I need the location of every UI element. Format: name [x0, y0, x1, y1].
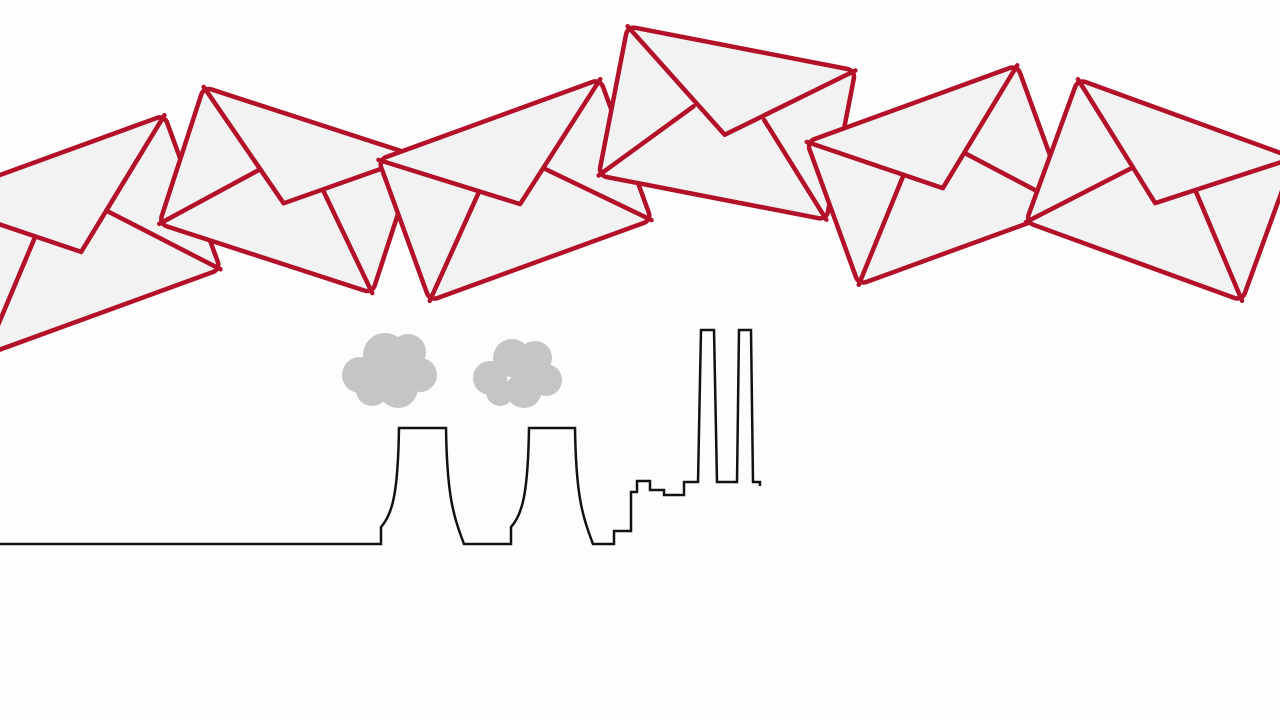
factory-skyline-icon: [0, 328, 762, 546]
envelope-icon: [376, 76, 654, 304]
envelope-icon: [0, 112, 223, 358]
smoke-cloud-icon: [342, 333, 437, 408]
envelope-icon: [1023, 77, 1280, 303]
envelope-row: [0, 24, 1280, 358]
envelope-icon: [804, 63, 1072, 287]
envelope-icon: [596, 24, 858, 222]
envelope-icon: [156, 84, 420, 296]
smoke-cloud-icon: [473, 339, 562, 408]
